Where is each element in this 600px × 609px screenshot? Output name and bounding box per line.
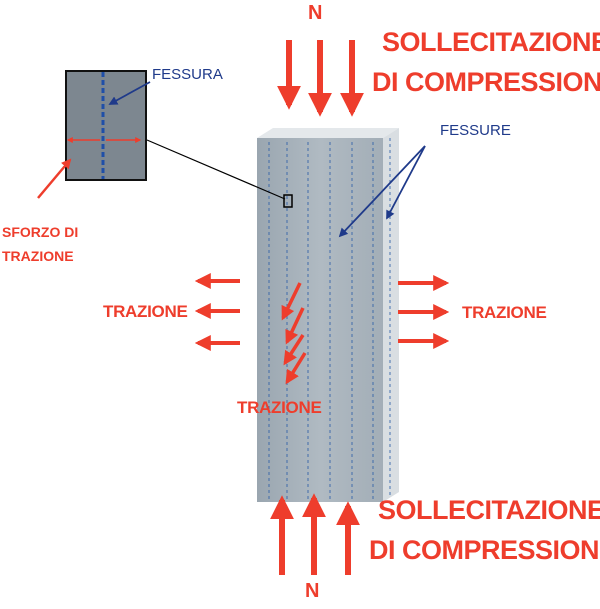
fessura-leader-arrow: [108, 81, 151, 105]
inset-connector-line: [146, 139, 286, 200]
tension-center-label: TRAZIONE: [237, 398, 322, 417]
crack-detail-marker: [283, 194, 293, 208]
sforzo-leader-arrow: [37, 158, 72, 199]
tension-left-label: TRAZIONE: [103, 302, 188, 321]
inner-tension-arrows: [281, 282, 307, 385]
tension-right-label: TRAZIONE: [462, 303, 547, 322]
column-top-face: [257, 128, 399, 138]
fessure-leader-arrow-2: [386, 145, 426, 220]
fessura-label: FESSURA: [152, 66, 223, 83]
left-tension-arrows: [194, 273, 240, 351]
n-top-label: N: [308, 2, 323, 24]
column-front-face: [257, 138, 383, 502]
inset-detail: [65, 70, 147, 181]
sforzo-label-line1: SFORZO DI: [2, 224, 79, 240]
compression-top-title-line2: DI COMPRESSIONE: [372, 67, 600, 97]
fessure-leader-arrow-1: [338, 145, 426, 238]
fessure-label: FESSURE: [440, 122, 511, 139]
inset-box: [65, 70, 147, 181]
compression-bottom-title-line2: DI COMPRESSIONE: [369, 535, 600, 565]
column-side-face: [383, 128, 399, 502]
bottom-compression-arrows: [270, 493, 360, 575]
column: [257, 128, 399, 502]
top-compression-arrows: [277, 40, 364, 117]
n-bottom-label: N: [305, 580, 320, 602]
compression-bottom-title-line1: SOLLECITAZIONE: [378, 495, 600, 525]
right-tension-arrows: [398, 275, 450, 349]
sforzo-label-line2: TRAZIONE: [2, 248, 74, 264]
compression-top-title-line1: SOLLECITAZIONE: [382, 27, 600, 57]
